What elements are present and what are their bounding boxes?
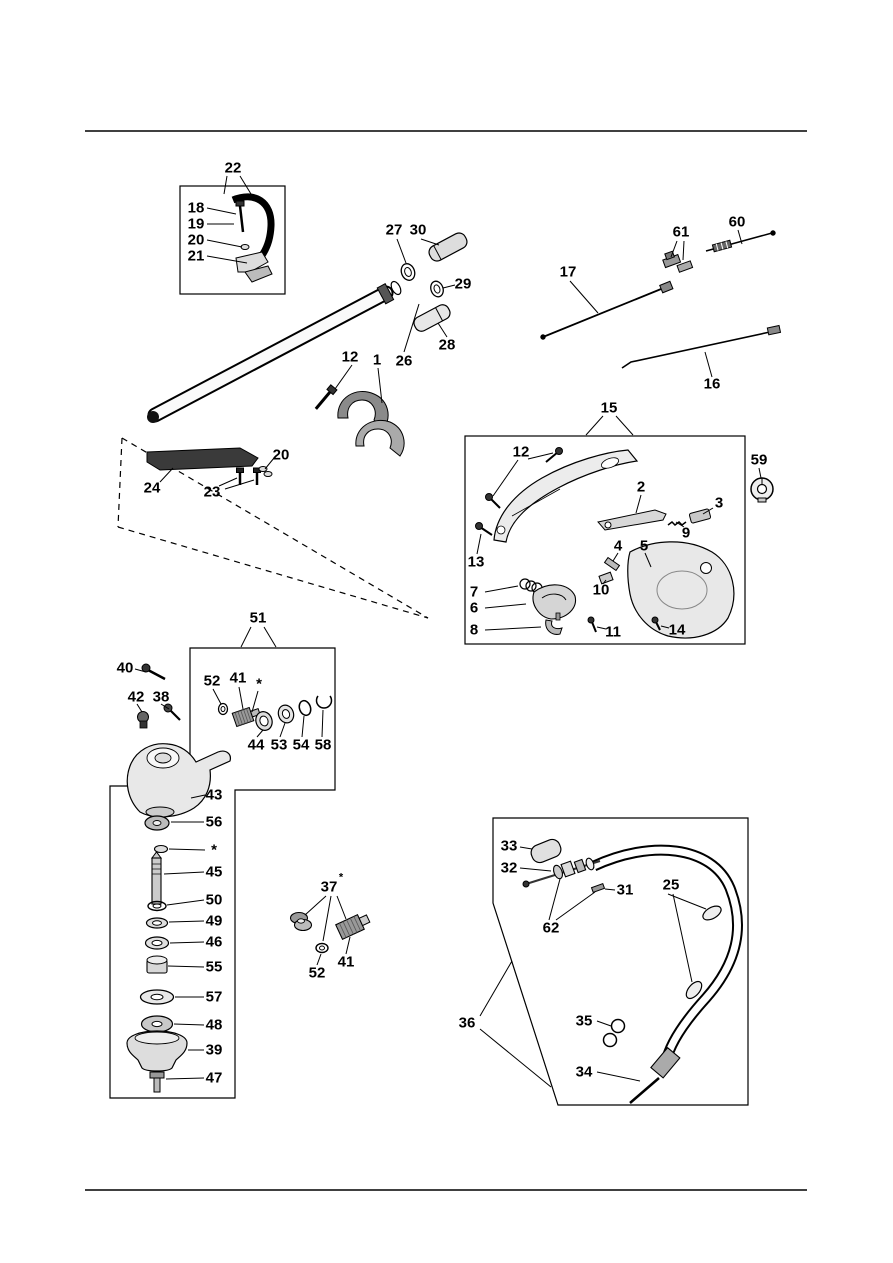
cup-55 [146,955,168,974]
pin-31 [590,882,606,894]
ring-29-inner [433,284,441,294]
handle-clamp-upper [235,251,269,273]
screw-38 [163,703,181,721]
pinion-41-gearhead [231,706,261,728]
housing-shell-right-5 [627,541,735,639]
cable-17 [542,286,667,338]
sleeve-30 [428,232,468,262]
throttle-lever-2 [597,509,667,531]
snap-ring-58 [315,695,333,709]
handle-clamp-assembly [231,193,275,283]
ring-54 [298,699,312,717]
ring-27 [400,263,416,281]
flex-shaft-parts [522,838,744,1104]
spring-9 [667,521,687,526]
handle-screw-head [235,200,245,207]
bearing-53 [277,704,295,724]
throttle-cables [540,230,782,369]
trigger-6 [532,584,577,620]
cable-16 [621,331,771,369]
support-clamp-parts [314,384,405,457]
tube-ferrule [376,283,395,305]
ring-32a [552,864,564,880]
housing-screw-c [475,522,493,536]
collar-25a [702,905,722,921]
gear-56 [144,815,170,831]
bolt-47 [149,1071,165,1093]
handle-housing-parts [475,447,735,639]
ring-35b [602,1032,618,1048]
pin-4 [603,556,621,572]
clamp-shell-upper [337,391,389,429]
tube-coupling-parts [400,232,468,332]
clamp-screw-12-head [326,384,338,396]
cable-17-end [659,280,674,294]
housing-screw-a [545,447,563,463]
detail-box-36-outline [492,817,749,1106]
ring-35a [610,1018,626,1034]
gear-48 [140,1015,174,1033]
bearing-46 [144,936,170,950]
handle-screw [238,205,245,233]
bracket-washer-20a [258,466,268,472]
detail-box-22-outline [179,185,286,295]
ring-52-gearhead [217,702,229,716]
detail-box-15-outline [464,435,746,645]
page-rules [85,130,807,1191]
screw-14 [651,616,661,631]
guard-bracket-parts [146,447,273,485]
handle-clamp-lower [244,265,273,283]
drive-tube [147,280,402,423]
core-shaft-34 [629,1077,660,1104]
clip-61c [676,260,694,273]
cover-39 [126,1030,188,1072]
bearing-44 [255,711,273,731]
handle-washer [240,244,250,250]
screw-11 [587,616,597,633]
shaft-coupler [650,1046,681,1079]
cap-33 [530,838,562,864]
washer-star [153,844,169,854]
ring-27-inner [404,267,412,277]
ring-32c [573,858,587,874]
ring-52-spool [315,942,329,954]
collar-25b [685,980,703,1000]
clamp-screw-12 [314,391,332,410]
gear-housing-43 [126,743,231,818]
housing-screw-b [485,493,501,509]
ring-32d [585,857,595,871]
gearhead-parts [126,663,333,1093]
bracket-washer-20b [263,471,273,477]
ring-50 [147,900,167,912]
ring-29 [430,280,444,298]
cylinder-10 [598,571,614,585]
clamp-shell-lower [355,420,405,457]
cable-16-end [766,324,782,336]
housing-shell-top [493,449,639,543]
flex-tube [591,844,744,1064]
bracket-24 [146,447,259,471]
leader-lines [134,175,762,1088]
ring-32b [560,860,576,878]
plug-42 [137,711,149,729]
sleeve-28 [413,304,451,332]
tube-end-cap [147,411,159,423]
pinion-41-spool [335,913,371,941]
spool-adapter-parts [289,911,371,954]
grommet-59 [750,477,774,503]
clamp-8 [545,619,563,635]
washer-49 [145,917,169,929]
shaft-45 [151,851,162,905]
tube-end-ring [390,280,402,296]
washer-57 [139,989,175,1005]
